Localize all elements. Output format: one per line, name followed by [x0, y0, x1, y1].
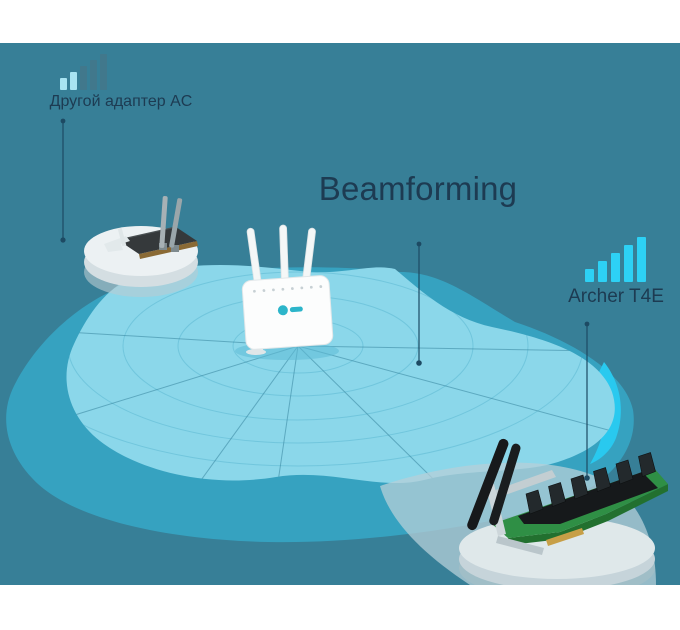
- signal-bar: [611, 253, 620, 282]
- connector-line-left: [60, 118, 66, 243]
- signal-bar: [624, 245, 633, 282]
- antenna-icon: [246, 224, 316, 287]
- signal-bar: [80, 66, 87, 90]
- archer-adapter-illustration: [459, 438, 668, 599]
- signal-strength-icon: [60, 54, 107, 90]
- pci-card-icon: [104, 226, 198, 259]
- signal-bar: [90, 60, 97, 90]
- signal-bar: [637, 237, 646, 282]
- tp-link-logo: [277, 305, 303, 316]
- connector-line-right: [584, 321, 590, 481]
- signal-bar: [585, 269, 594, 282]
- signal-strength-icon: [585, 237, 646, 282]
- antenna-icon: [467, 438, 521, 531]
- archer-t4e-label: Archer T4E: [568, 286, 664, 307]
- signal-bar: [598, 261, 607, 282]
- heatsink-fins: [525, 452, 656, 515]
- bottom-white-band: [0, 585, 680, 630]
- signal-bar: [100, 54, 107, 90]
- antenna-icon: [159, 195, 183, 252]
- connector-line-center: [416, 241, 422, 366]
- router-led-strip: [253, 285, 323, 293]
- signal-bar: [60, 78, 67, 90]
- other-adapter-illustration: [84, 195, 198, 297]
- other-adapter-label: Другой адаптер AC: [49, 93, 193, 110]
- top-white-band: [0, 0, 680, 43]
- page-title: Beamforming: [318, 170, 518, 207]
- signal-bar: [70, 72, 77, 90]
- pci-card-icon: [486, 452, 668, 555]
- router-illustration: [235, 224, 339, 360]
